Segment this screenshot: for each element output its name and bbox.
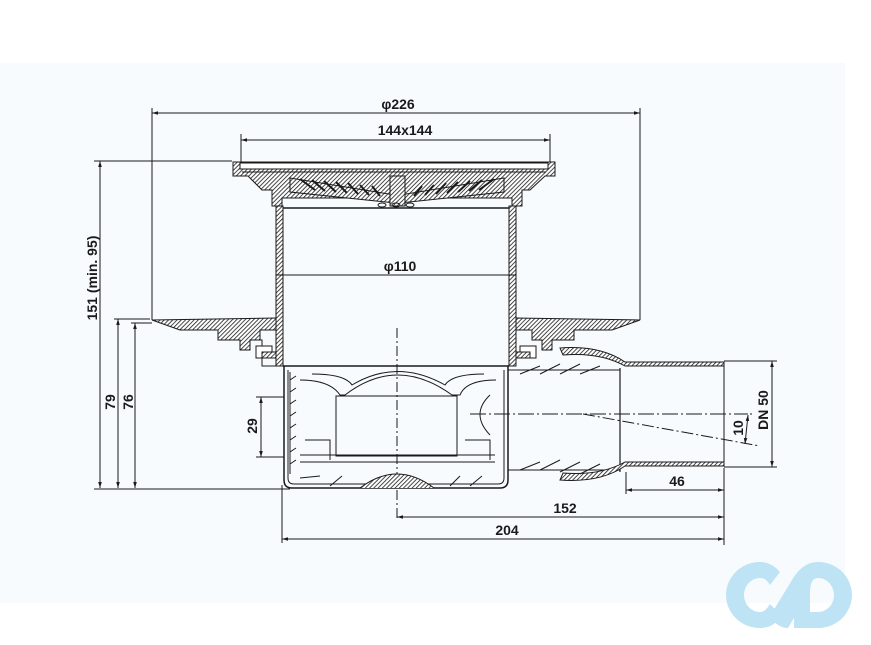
dim-29-label: 29 xyxy=(244,418,260,434)
dim-46 xyxy=(625,468,725,545)
dim-dn50 xyxy=(724,360,777,468)
dim-dn50-label: DN 50 xyxy=(755,390,771,430)
dim-204-label: 204 xyxy=(495,522,519,538)
dim-152-label: 152 xyxy=(553,500,577,516)
dim-110-label: φ110 xyxy=(384,258,417,274)
dim-144 xyxy=(240,134,551,162)
dim-144-label: 144x144 xyxy=(378,122,433,138)
flange-right xyxy=(515,317,641,359)
drawing-panel xyxy=(0,63,845,603)
grate-frame xyxy=(232,161,556,208)
brand-logo-icon xyxy=(726,562,852,628)
slope-line xyxy=(582,413,761,447)
dim-226 xyxy=(151,108,641,320)
dim-29 xyxy=(256,396,284,458)
dim-226-label: φ226 xyxy=(381,96,415,112)
dim-slope xyxy=(743,413,752,445)
body-tube xyxy=(275,205,517,367)
dim-151 xyxy=(94,160,290,490)
dim-76 xyxy=(131,322,152,488)
outlet xyxy=(479,347,725,481)
dim-151-label: 151 (min. 95) xyxy=(84,236,100,321)
dim-46-label: 46 xyxy=(669,473,685,489)
trap-body xyxy=(283,366,509,489)
dim-79 xyxy=(114,318,150,488)
flange-left xyxy=(151,317,277,367)
dim-204 xyxy=(281,485,724,543)
dim-79-label: 79 xyxy=(102,394,118,410)
dim-slope-label: 10 xyxy=(730,420,746,436)
dim-76-label: 76 xyxy=(120,394,136,410)
